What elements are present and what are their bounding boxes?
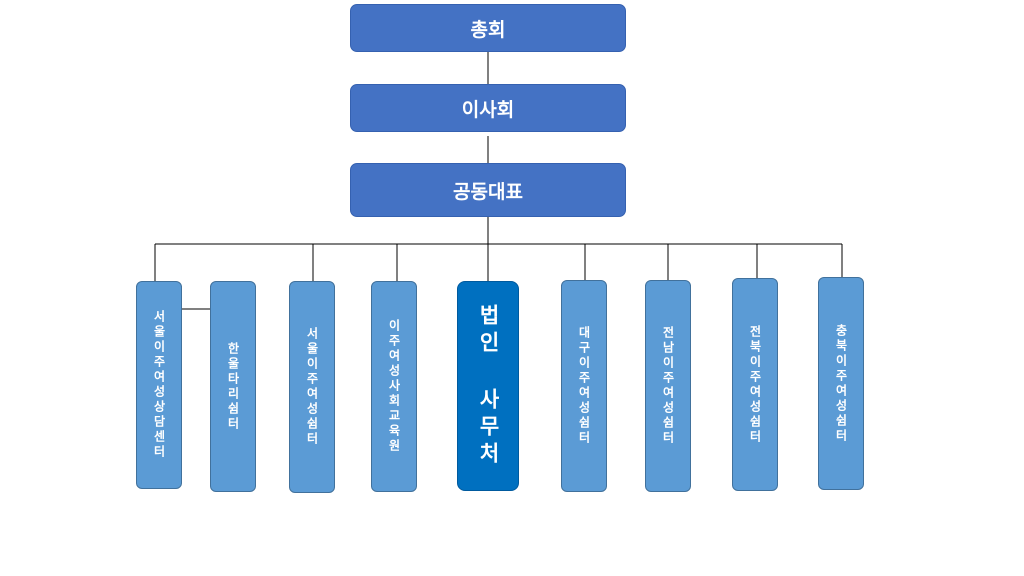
board-label: 이사회	[461, 98, 515, 121]
unit-chungbuk-shelter: 충북이주여성쉼터	[818, 277, 864, 490]
unit-jeonnam-shelter-label: 전남이주여성쉼터	[661, 326, 675, 446]
unit-corporate-office-label: 법인 사무처	[476, 303, 501, 469]
general-assembly-label: 총회	[470, 18, 506, 41]
unit-education-center-label: 이주여성사회교육원	[387, 319, 401, 454]
unit-daegu-shelter: 대구이주여성쉼터	[561, 280, 607, 492]
unit-seoul-counseling-center-label: 서울이주여성상담센터	[152, 310, 166, 460]
unit-seoul-shelter-label: 서울이주여성쉼터	[305, 327, 319, 447]
general-assembly-box: 총회	[350, 4, 626, 52]
representatives-label: 공동대표	[453, 180, 523, 203]
unit-jeonbuk-shelter-label: 전북이주여성쉼터	[748, 324, 762, 445]
unit-education-center: 이주여성사회교육원	[371, 281, 417, 492]
unit-jeonbuk-shelter: 전북이주여성쉼터	[732, 278, 778, 491]
unit-seoul-shelter: 서울이주여성쉼터	[289, 281, 335, 493]
unit-chungbuk-shelter-label: 충북이주여성쉼터	[834, 323, 848, 444]
unit-hanul-shelter: 한울타리쉼터	[210, 281, 256, 492]
unit-seoul-counseling-center: 서울이주여성상담센터	[136, 281, 182, 489]
representatives-box: 공동대표	[350, 163, 626, 217]
board-box: 이사회	[350, 84, 626, 132]
unit-jeonnam-shelter: 전남이주여성쉼터	[645, 280, 691, 492]
unit-hanul-shelter-label: 한울타리쉼터	[226, 341, 240, 432]
unit-daegu-shelter-label: 대구이주여성쉼터	[577, 326, 591, 446]
unit-corporate-office: 법인 사무처	[457, 281, 519, 491]
